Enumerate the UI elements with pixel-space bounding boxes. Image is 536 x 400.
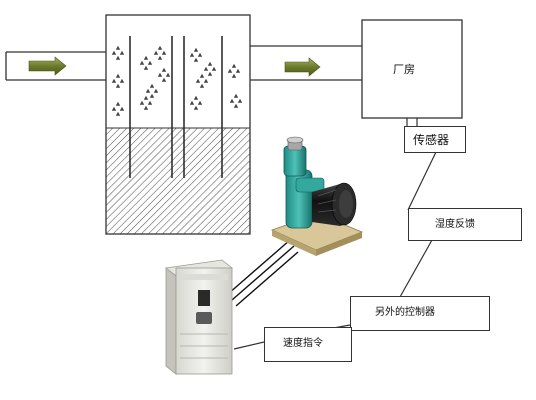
- spray-droplet: [233, 103, 239, 108]
- spray-droplet: [199, 83, 205, 88]
- spray-droplet: [235, 68, 241, 73]
- spray-droplet: [149, 93, 155, 98]
- spray-droplet: [211, 66, 217, 71]
- spray-droplet: [111, 78, 117, 83]
- spray-droplet: [165, 72, 171, 77]
- spray-droplet: [193, 57, 199, 62]
- spray-droplet: [149, 83, 155, 88]
- spray-droplet: [143, 95, 149, 100]
- spray-droplet: [111, 50, 117, 55]
- spray-droplet: [189, 52, 195, 57]
- spray-droplet: [115, 55, 121, 60]
- spray-droplet: [143, 105, 149, 110]
- tower-water-reservoir: [106, 128, 250, 234]
- spray-droplet: [157, 55, 163, 60]
- spray-droplet: [237, 98, 243, 103]
- spray-droplet: [115, 83, 121, 88]
- speed-command-box: 速度指令: [264, 327, 352, 362]
- other-controller-label: 另外的控制器: [375, 307, 435, 318]
- spray-droplet: [153, 88, 159, 93]
- spray-droplet: [193, 95, 199, 100]
- other-controller-box: 另外的控制器: [350, 296, 490, 331]
- spray-droplet: [119, 106, 125, 111]
- spray-droplet: [115, 101, 121, 106]
- spray-droplet: [207, 71, 213, 76]
- spray-droplet: [157, 45, 163, 50]
- factory-label: 厂房: [393, 63, 415, 76]
- spray-droplet: [119, 78, 125, 83]
- outlet-duct: [250, 45, 362, 81]
- spray-droplet: [203, 66, 209, 71]
- spray-droplet: [193, 47, 199, 52]
- spray-droplet: [203, 78, 209, 83]
- outlet-arrow-icon: [284, 57, 321, 77]
- spray-droplet: [147, 60, 153, 65]
- spray-droplet: [157, 72, 163, 77]
- spray-droplet: [145, 88, 151, 93]
- spray-droplet: [231, 73, 237, 78]
- feedback-line: [407, 151, 437, 211]
- sensor-box: 传感器: [404, 126, 466, 153]
- frequency-drive-image: [165, 259, 233, 375]
- spray-droplet: [143, 65, 149, 70]
- spray-droplet: [153, 50, 159, 55]
- spray-droplet: [227, 68, 233, 73]
- command-line: [233, 341, 265, 350]
- spray-droplet: [115, 111, 121, 116]
- spray-droplet: [207, 61, 213, 66]
- spray-droplet: [147, 100, 153, 105]
- speed-command-label: 速度指令: [283, 338, 323, 349]
- spray-droplet: [161, 67, 167, 72]
- inlet-duct: [5, 51, 106, 81]
- spray-droplet: [111, 106, 117, 111]
- spray-droplet: [199, 73, 205, 78]
- inlet-arrow-icon: [28, 56, 67, 76]
- spray-droplet: [231, 63, 237, 68]
- spray-droplet: [229, 98, 235, 103]
- spray-droplet: [143, 55, 149, 60]
- spray-droplet: [189, 100, 195, 105]
- spray-droplet: [119, 50, 125, 55]
- spray-droplet: [161, 50, 167, 55]
- drive-cable: [227, 239, 299, 307]
- spray-droplet: [161, 77, 167, 82]
- spray-droplet: [233, 93, 239, 98]
- spray-droplet: [197, 100, 203, 105]
- sensor-label: 传感器: [413, 133, 450, 147]
- humidity-feedback-box: 湿度反馈: [408, 208, 522, 241]
- spray-droplet: [115, 73, 121, 78]
- spray-nozzles: [111, 45, 243, 116]
- factory-box: [361, 19, 463, 119]
- water-pump-image: [270, 136, 364, 256]
- humidity-feedback-label: 湿度反馈: [435, 219, 475, 230]
- spray-droplet: [193, 105, 199, 110]
- spray-droplet: [197, 52, 203, 57]
- humidifier-tower: [105, 14, 251, 235]
- spray-droplet: [139, 60, 145, 65]
- spray-droplet: [195, 78, 201, 83]
- feedback-line: [399, 239, 433, 298]
- spray-droplet: [139, 100, 145, 105]
- spray-droplet: [115, 45, 121, 50]
